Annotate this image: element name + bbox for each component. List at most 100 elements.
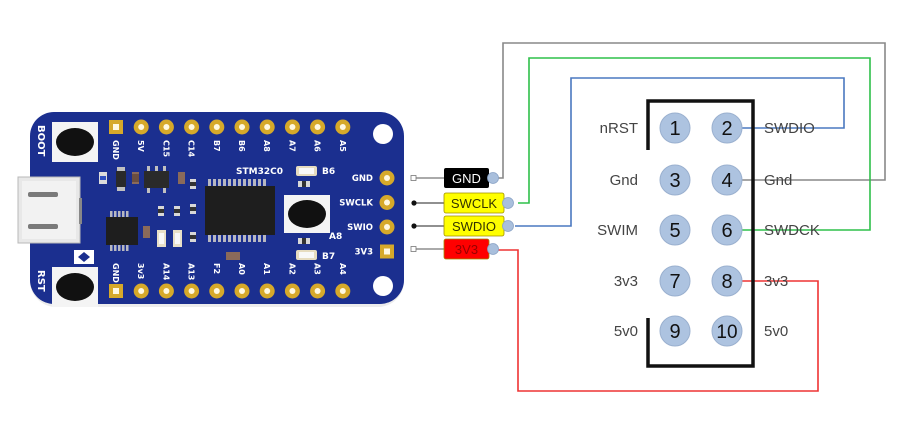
header-pin-3[interactable]: 3 <box>659 164 691 196</box>
regulator <box>116 166 169 193</box>
header-pin-5[interactable]: 5 <box>659 214 691 246</box>
header-pin-number: 10 <box>716 322 737 343</box>
header-pin-number: 2 <box>721 118 732 140</box>
wires <box>492 42 886 392</box>
bottom-pin-a3[interactable] <box>310 283 326 299</box>
top-pin-gnd[interactable] <box>109 120 123 134</box>
bottom-pin-label: F2 <box>212 263 221 274</box>
top-pin-5v[interactable] <box>133 119 149 135</box>
mounting-hole <box>373 276 393 296</box>
header-pin-8[interactable]: 8 <box>711 265 743 297</box>
led-b6 <box>296 166 317 176</box>
user-button-label: A8 <box>329 232 342 242</box>
top-pin-a6[interactable] <box>310 119 326 135</box>
top-pin-c14[interactable] <box>184 119 200 135</box>
header-pin-label: Gnd <box>764 172 792 189</box>
connector-terminal[interactable] <box>502 197 514 209</box>
connector-terminal[interactable] <box>487 172 499 184</box>
bottom-pin-label: A13 <box>187 263 196 280</box>
top-pin-label: A5 <box>338 140 347 152</box>
reset-button[interactable] <box>52 267 98 307</box>
connector-label-3v3: 3V3 <box>443 238 499 260</box>
header-pin-number: 7 <box>669 271 680 293</box>
top-pin-a7[interactable] <box>284 119 300 135</box>
bottom-pin-a2[interactable] <box>284 283 300 299</box>
header-pin-6[interactable]: 6 <box>711 214 743 246</box>
bottom-pin-label: A1 <box>262 263 271 275</box>
bottom-pin-a4[interactable] <box>335 283 351 299</box>
right-pin-gnd[interactable] <box>379 170 395 186</box>
top-pin-b7[interactable] <box>209 119 225 135</box>
top-pin-label: A7 <box>287 140 296 152</box>
bottom-pin-a1[interactable] <box>259 283 275 299</box>
connector-label-text: GND <box>452 171 481 186</box>
wire-gnd <box>492 42 886 181</box>
top-pin-label: 5V <box>136 140 145 153</box>
header-pin-label: Gnd <box>610 172 638 189</box>
top-pin-b6[interactable] <box>234 119 250 135</box>
header-pin-2[interactable]: 2 <box>711 112 743 144</box>
bottom-pin-label: A14 <box>161 263 170 281</box>
bottom-pin-f2[interactable] <box>209 283 225 299</box>
header-pin-10[interactable]: 10 <box>711 315 743 347</box>
right-pin-label: 3V3 <box>355 248 373 258</box>
top-pin-c15[interactable] <box>158 119 174 135</box>
connector-label-swdio: SWDIO <box>443 215 514 237</box>
passive-components <box>99 172 310 260</box>
header-pin-number: 1 <box>669 118 680 140</box>
header-pin-number: 4 <box>721 170 732 192</box>
connector-label-text: SWDIO <box>452 219 496 234</box>
connector-label-text: 3V3 <box>455 242 478 257</box>
usb-connector[interactable] <box>17 176 82 244</box>
top-pin-a8[interactable] <box>259 119 275 135</box>
right-pin-swio[interactable] <box>379 219 395 235</box>
header-pin-label: 3v3 <box>764 273 788 290</box>
bottom-pin-label: A4 <box>338 263 347 275</box>
header-pin-label: SWIM <box>597 222 638 239</box>
mcu-chip <box>205 179 275 242</box>
connector-terminal[interactable] <box>502 220 514 232</box>
top-pin-label: A8 <box>262 140 271 152</box>
top-pin-label: A6 <box>313 140 322 152</box>
led-b7-label: B7 <box>322 252 335 262</box>
right-pin-label: SWCLK <box>339 199 373 209</box>
bottom-pin-label: GND <box>111 263 120 283</box>
bottom-pin-a0[interactable] <box>234 283 250 299</box>
top-pin-label: C15 <box>161 140 170 157</box>
header-pin-4[interactable]: 4 <box>711 164 743 196</box>
top-pin-label: GND <box>111 140 120 160</box>
connector-terminal[interactable] <box>487 243 499 255</box>
bottom-pin-gnd[interactable] <box>109 284 123 298</box>
header-pin-9[interactable]: 9 <box>659 315 691 347</box>
right-pin-label: GND <box>352 174 373 184</box>
bottom-pin-label: 3v3 <box>136 263 145 279</box>
header-pin-label: 3v3 <box>614 273 638 290</box>
wire-3v3 <box>497 249 819 392</box>
right-pin-label: SWIO <box>347 223 373 233</box>
header-pin-7[interactable]: 7 <box>659 265 691 297</box>
bottom-pin-a13[interactable] <box>184 283 200 299</box>
right-pin-3v3[interactable] <box>380 244 394 259</box>
logo-icon <box>74 250 94 264</box>
header-pin-number: 5 <box>669 220 680 242</box>
user-button-a8[interactable] <box>284 195 330 233</box>
wire-swdio <box>515 77 845 227</box>
header-pin-number: 3 <box>669 170 680 192</box>
board-name: STM32C0 <box>236 167 283 177</box>
bottom-pin-3v3[interactable] <box>133 283 149 299</box>
header-pin-label: SWDIO <box>764 120 815 137</box>
stm32c0-board: BOOT RST <box>17 112 404 307</box>
led-b6-label: B6 <box>322 167 335 177</box>
header-outline <box>646 99 755 368</box>
top-pin-a5[interactable] <box>335 119 351 135</box>
right-pin-swclk[interactable] <box>379 195 395 210</box>
bottom-pin-a14[interactable] <box>158 283 174 299</box>
led-b7 <box>296 250 317 260</box>
header-pin-number: 9 <box>669 321 680 343</box>
top-pin-label: B6 <box>237 140 246 152</box>
boot-button[interactable] <box>52 122 98 162</box>
header-pin-1[interactable]: 1 <box>659 112 691 144</box>
